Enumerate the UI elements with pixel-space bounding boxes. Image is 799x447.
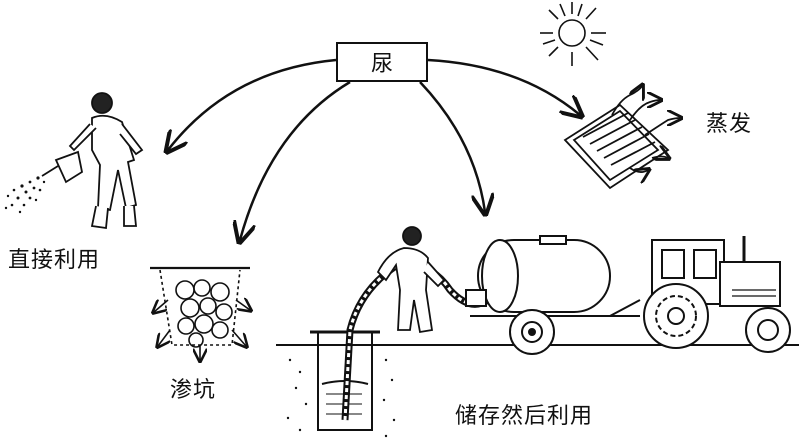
label-direct-use: 直接利用	[8, 248, 101, 273]
center-box-urine: 尿	[336, 42, 428, 82]
arrow-to-evaporation	[428, 60, 580, 115]
label-seepage-pit: 渗坑	[170, 378, 217, 403]
arrow-to-direct-use	[168, 60, 336, 150]
arrow-to-seepage-pit	[240, 82, 350, 240]
ground-texture	[286, 358, 396, 438]
tanker-trailer-icon	[466, 236, 640, 354]
label-evaporation: 蒸发	[706, 112, 753, 137]
arrow-to-storage	[420, 82, 485, 212]
center-label: 尿	[370, 52, 393, 77]
water-spray	[4, 176, 46, 214]
person-watering-icon	[42, 93, 142, 228]
evaporation-tray-icon	[565, 86, 680, 188]
label-storage-use: 储存然后利用	[455, 404, 594, 429]
worker-icon	[378, 227, 444, 332]
tractor-icon	[644, 236, 790, 352]
seepage-pit-icon	[150, 268, 250, 360]
sun-icon	[540, 2, 606, 66]
